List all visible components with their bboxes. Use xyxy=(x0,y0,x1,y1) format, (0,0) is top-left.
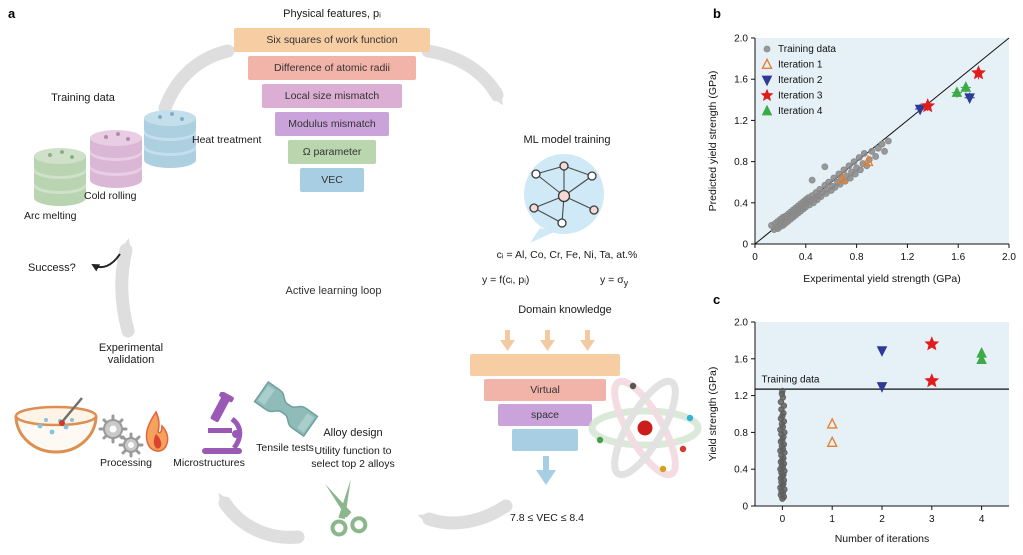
arc-melting-bowl-icon xyxy=(14,397,98,454)
funnel-bar-vec: VEC xyxy=(300,168,364,192)
vec-constraint: 7.8 ≤ VEC ≤ 8.4 xyxy=(510,512,584,524)
experimental-validation-label: Experimental validation xyxy=(98,342,164,366)
svg-text:0.8: 0.8 xyxy=(734,157,748,168)
heat-treatment-label: Heat treatment xyxy=(192,134,262,146)
panel-c-label: c xyxy=(713,292,721,307)
domain-funnel-bar-space: space xyxy=(498,404,592,426)
ml-network-icon xyxy=(524,154,604,243)
svg-text:Number of iterations: Number of iterations xyxy=(835,533,930,545)
funnel-bar-omega: Ω parameter xyxy=(288,140,376,164)
domain-knowledge-label: Domain knowledge xyxy=(518,304,612,316)
svg-text:0.4: 0.4 xyxy=(799,252,813,263)
loop-arc-validation-to-training xyxy=(115,238,135,338)
svg-text:1.6: 1.6 xyxy=(951,252,965,263)
sigma-equation: y = σy xyxy=(600,274,629,289)
svg-text:1.2: 1.2 xyxy=(900,252,914,263)
loop-arc-features-to-ml xyxy=(421,44,504,106)
processing-label: Processing xyxy=(100,457,152,469)
alloy-design-label: Alloy design xyxy=(323,427,383,439)
svg-text:2: 2 xyxy=(879,514,885,525)
svg-text:3: 3 xyxy=(929,514,935,525)
arc-melting-label: Arc melting xyxy=(24,210,77,222)
panel-a: a Physical features, pᵢ Six squares of w… xyxy=(8,6,702,544)
physical-features-title: Physical features, pᵢ xyxy=(283,8,381,20)
training-disks-icon xyxy=(34,110,196,206)
funnel-bar-modulus-mismatch: Modulus mismatch xyxy=(275,112,389,136)
svg-text:Training data: Training data xyxy=(778,44,836,55)
active-learning-loop-label: Active learning loop xyxy=(285,285,382,297)
svg-text:0.8: 0.8 xyxy=(734,428,748,439)
svg-text:0.4: 0.4 xyxy=(734,465,748,476)
svg-text:0: 0 xyxy=(742,240,748,251)
svg-text:Iteration 2: Iteration 2 xyxy=(778,75,823,86)
training-data-title: Training data xyxy=(51,92,115,104)
microstructures-label: Microstructures xyxy=(173,457,245,469)
funnel-bar-atomic-radii: Difference of atomic radii xyxy=(248,56,416,80)
svg-text:4: 4 xyxy=(979,514,985,525)
utility-function-line1: Utility function to xyxy=(314,445,392,457)
svg-text:0.8: 0.8 xyxy=(850,252,864,263)
loop-arc-design-to-validation xyxy=(218,492,305,544)
ml-model-training-label: ML model training xyxy=(523,134,611,146)
panel-a-label: a xyxy=(8,6,16,21)
funnel-output-arrow-icon xyxy=(536,456,556,485)
scissors-icon xyxy=(325,479,368,537)
svg-text:1.2: 1.2 xyxy=(734,391,748,402)
svg-text:Experimental yield strength (G: Experimental yield strength (GPa) xyxy=(803,273,961,285)
tensile-specimen-icon xyxy=(253,380,319,438)
svg-text:1.2: 1.2 xyxy=(734,116,748,127)
utility-function-line2: select top 2 alloys xyxy=(311,458,395,470)
loop-arc-training-to-features xyxy=(158,44,240,115)
tensile-tests-label: Tensile tests xyxy=(256,442,314,454)
svg-text:Iteration 3: Iteration 3 xyxy=(778,91,823,102)
svg-text:2.0: 2.0 xyxy=(734,34,748,45)
svg-text:Training data: Training data xyxy=(761,374,819,385)
svg-text:0: 0 xyxy=(780,514,786,525)
domain-input-arrows-icon xyxy=(500,330,595,351)
svg-text:0: 0 xyxy=(752,252,758,263)
svg-text:1.6: 1.6 xyxy=(734,75,748,86)
microscope-icon xyxy=(202,392,243,454)
svg-text:0.4: 0.4 xyxy=(734,198,748,209)
cold-rolling-label: Cold rolling xyxy=(84,190,137,202)
panel-b-label: b xyxy=(713,6,721,21)
success-label: Success? xyxy=(28,262,76,274)
funnel-bar-work-function: Six squares of work function xyxy=(234,28,430,52)
svg-text:2.0: 2.0 xyxy=(734,318,748,329)
atom-icon xyxy=(588,377,702,479)
composition-equation: cᵢ = Al, Co, Cr, Fe, Ni, Ta, at.% xyxy=(496,249,638,261)
processing-gears-flame-icon xyxy=(98,410,169,458)
model-equation: y = f(cᵢ, pᵢ) xyxy=(482,274,530,286)
domain-funnel-bar-4 xyxy=(512,429,578,451)
funnel-bar-size-mismatch: Local size mismatch xyxy=(262,84,402,108)
svg-text:Iteration 1: Iteration 1 xyxy=(778,60,823,71)
loop-arc-domain-to-design xyxy=(417,499,513,530)
svg-text:1.6: 1.6 xyxy=(734,354,748,365)
domain-funnel-bar-virtual: Virtual xyxy=(484,379,606,401)
svg-text:Iteration 4: Iteration 4 xyxy=(778,106,823,117)
svg-text:1: 1 xyxy=(829,514,835,525)
svg-text:Yield strength (GPa): Yield strength (GPa) xyxy=(707,367,719,462)
loop-arrows-layer xyxy=(115,44,513,544)
domain-funnel-bar-1 xyxy=(470,354,620,376)
success-arrow-icon xyxy=(91,253,121,272)
svg-text:2.0: 2.0 xyxy=(1002,252,1016,263)
svg-text:0: 0 xyxy=(742,502,748,513)
svg-text:Predicted yield strength (GPa): Predicted yield strength (GPa) xyxy=(707,71,719,212)
